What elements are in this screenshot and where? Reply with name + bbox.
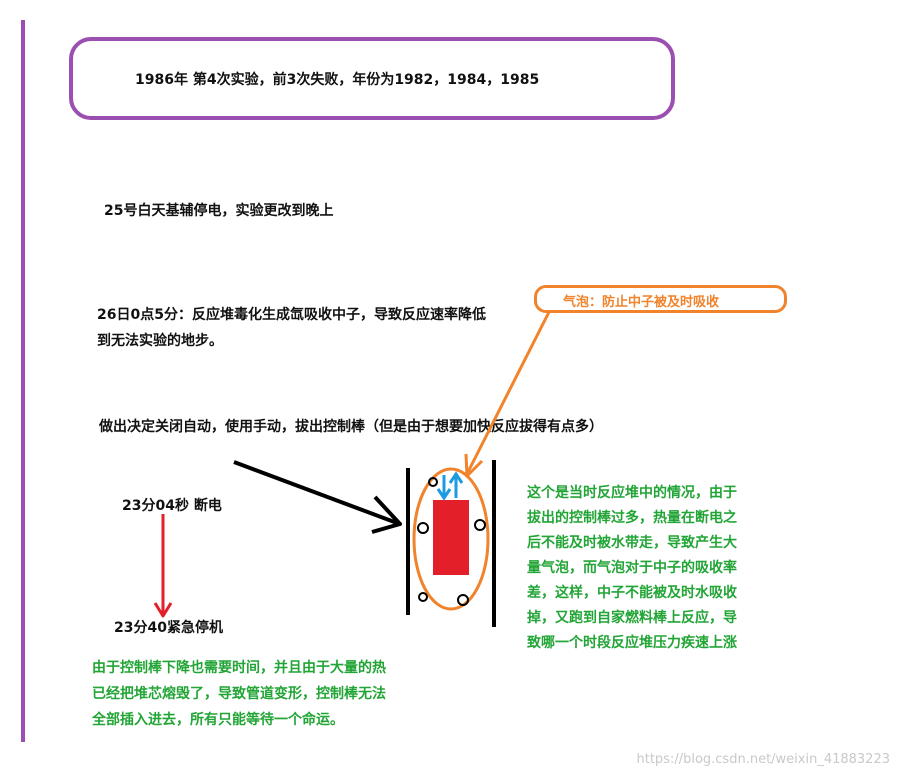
control-rod-arrows (438, 474, 462, 498)
red-timeline-arrow (155, 514, 171, 616)
watermark: https://blog.csdn.net/weixin_41883223 (636, 752, 890, 767)
fuel-rod (433, 500, 469, 575)
black-arrow (234, 462, 400, 532)
orange-callout-arrow (466, 312, 549, 476)
